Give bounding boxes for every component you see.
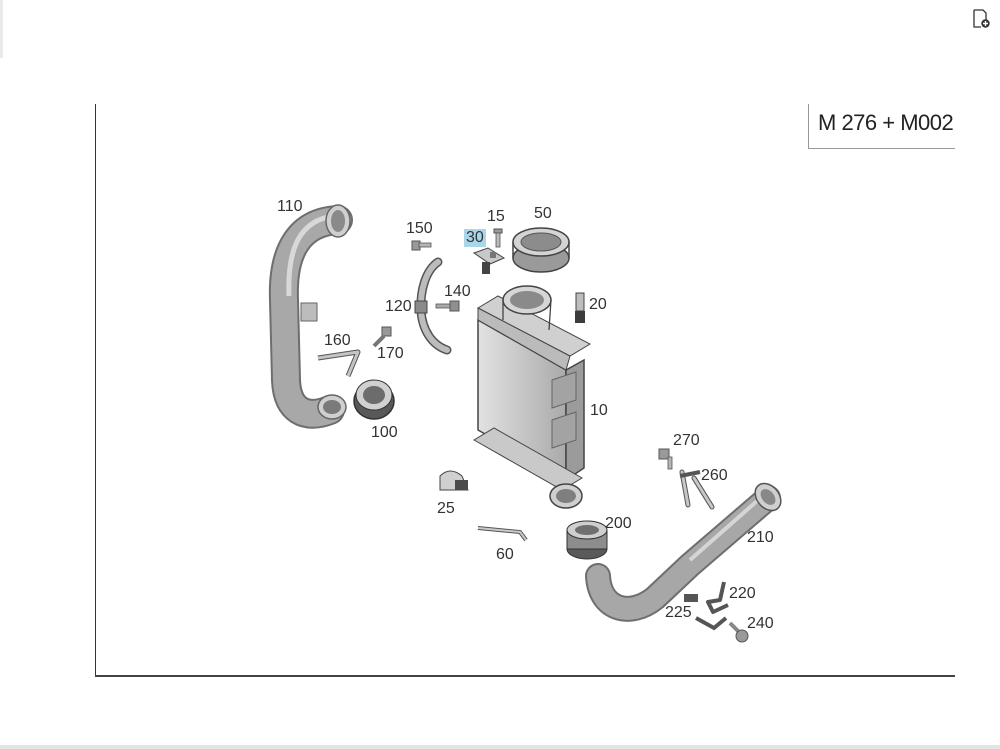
callout-170[interactable]: 170 (377, 345, 404, 362)
left-panel-edge (0, 0, 3, 58)
part-225-clip[interactable] (684, 594, 728, 631)
part-220-bracket[interactable] (706, 581, 729, 614)
part-160-clamp[interactable] (317, 349, 361, 377)
part-10-intercooler[interactable] (473, 285, 592, 509)
callout-200[interactable]: 200 (605, 515, 632, 532)
part-30-sensor[interactable] (472, 247, 506, 274)
callout-270[interactable]: 270 (673, 432, 700, 449)
drawing-frame-bottom (95, 675, 955, 677)
model-code-box: M 276 + M002 (808, 104, 955, 149)
part-20-temperature-sensor[interactable] (575, 292, 585, 323)
part-25-clip[interactable] (439, 470, 469, 491)
part-120-bracket[interactable] (414, 257, 452, 355)
part-100-hose-clamp[interactable] (353, 379, 395, 420)
callout-260[interactable]: 260 (701, 467, 728, 484)
export-button[interactable] (968, 6, 994, 32)
part-240-bolt[interactable] (728, 621, 749, 643)
callout-225[interactable]: 225 (665, 604, 692, 621)
callout-25[interactable]: 25 (437, 500, 455, 517)
model-code: M 276 + M002 (818, 110, 954, 135)
callout-20[interactable]: 20 (589, 296, 607, 313)
part-170-bolt[interactable] (372, 326, 392, 348)
part-140-bolt[interactable] (435, 300, 460, 312)
callout-160[interactable]: 160 (324, 332, 351, 349)
export-document-icon (973, 9, 990, 28)
part-200-connector[interactable] (566, 520, 608, 560)
drawing-frame-left (95, 104, 96, 677)
part-260-bracket[interactable] (679, 469, 715, 510)
callout-10[interactable]: 10 (590, 402, 608, 419)
part-60-bracket[interactable] (477, 526, 528, 542)
bottom-status-strip (0, 745, 1000, 749)
part-110-charge-air-pipe[interactable] (268, 204, 353, 429)
part-210-charge-air-pipe[interactable] (585, 478, 786, 622)
callout-100[interactable]: 100 (371, 424, 398, 441)
callout-15[interactable]: 15 (487, 208, 505, 225)
part-15-screw[interactable] (493, 228, 503, 248)
callout-220[interactable]: 220 (729, 585, 756, 602)
callout-30-selected[interactable]: 30 (464, 229, 486, 247)
callout-110[interactable]: 110 (277, 198, 303, 215)
callout-60[interactable]: 60 (496, 546, 514, 563)
callout-140[interactable]: 140 (444, 283, 471, 300)
callout-120[interactable]: 120 (385, 298, 412, 315)
callout-50[interactable]: 50 (534, 205, 552, 222)
part-50-flange[interactable] (512, 227, 570, 273)
part-270-bolt[interactable] (658, 448, 673, 470)
callout-240[interactable]: 240 (747, 615, 774, 632)
callout-150[interactable]: 150 (406, 220, 433, 237)
callout-210[interactable]: 210 (747, 529, 774, 546)
part-150-bolt[interactable] (411, 240, 432, 251)
